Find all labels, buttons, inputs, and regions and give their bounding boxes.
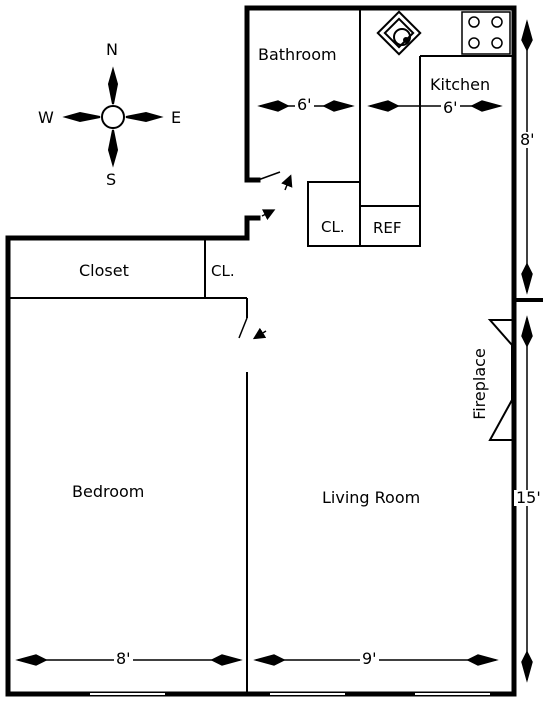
living-width-label: 9' xyxy=(360,649,379,668)
bathroom-label: Bathroom xyxy=(258,45,337,64)
fireplace-icon xyxy=(487,319,513,441)
living-depth-label: 15' xyxy=(514,488,543,507)
bedroom-width-label: 8' xyxy=(114,649,133,668)
bedroom-door xyxy=(238,317,248,339)
compass-east-label: E xyxy=(171,108,182,127)
compass-west-label: W xyxy=(38,108,54,127)
hall-closet xyxy=(307,181,361,247)
sink-icon xyxy=(376,10,422,56)
bathroom-width-label: 6' xyxy=(295,95,314,114)
stove-icon xyxy=(461,11,511,55)
bathroom-door xyxy=(257,171,281,181)
interior-walls xyxy=(10,10,512,694)
kitchen-label: Kitchen xyxy=(430,75,491,94)
compass-north-label: N xyxy=(106,40,118,59)
fireplace-label: Fireplace xyxy=(469,348,489,420)
kitchen-depth-label: 8' xyxy=(518,130,537,149)
compass-rose xyxy=(62,66,164,168)
bedroom-closet-label: Closet xyxy=(79,261,129,280)
outer-walls xyxy=(5,5,517,697)
doors xyxy=(238,171,293,340)
kitchen-width-label: 6' xyxy=(441,98,460,117)
compass-south-label: S xyxy=(106,170,117,189)
bedroom-label: Bedroom xyxy=(72,482,145,501)
living-room-label: Living Room xyxy=(322,488,421,507)
hall-closet-label: CL. xyxy=(321,218,345,236)
dimension-arrows xyxy=(15,19,533,683)
small-closet-label: CL. xyxy=(211,262,235,280)
refrigerator-label: REF xyxy=(373,219,402,237)
